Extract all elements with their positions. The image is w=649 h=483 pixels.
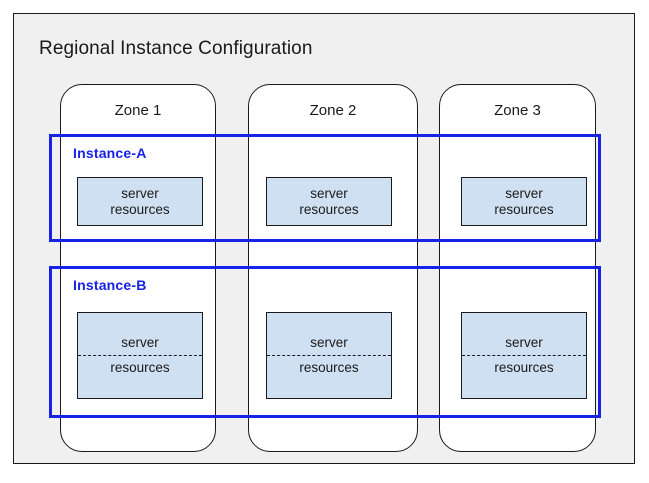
resource-line-primary: server xyxy=(310,335,348,350)
resource-box-instance-b-zone-2[interactable]: server resources xyxy=(266,312,392,399)
instance-band-b[interactable]: Instance-B xyxy=(49,266,601,418)
resource-line-primary: server xyxy=(121,185,159,201)
zone-label-2: Zone 2 xyxy=(309,102,357,119)
resource-line-primary: server xyxy=(310,185,348,201)
resource-line-secondary: resources xyxy=(267,355,391,376)
resource-line-secondary: resources xyxy=(462,355,586,376)
resource-line-primary: server xyxy=(505,335,543,350)
resource-line-secondary: resources xyxy=(494,201,554,217)
resource-box-instance-a-zone-3[interactable]: server resources xyxy=(461,177,587,226)
instance-band-a[interactable]: Instance-A xyxy=(49,134,601,242)
zone-label-3: Zone 3 xyxy=(494,102,541,119)
instance-label-a: Instance-A xyxy=(73,145,147,161)
resource-box-instance-a-zone-2[interactable]: server resources xyxy=(266,177,392,226)
resource-line-secondary: resources xyxy=(110,201,170,217)
resource-box-instance-b-zone-3[interactable]: server resources xyxy=(461,312,587,399)
page-title: Regional Instance Configuration xyxy=(39,38,313,59)
resource-box-instance-a-zone-1[interactable]: server resources xyxy=(77,177,203,226)
resource-line-primary: server xyxy=(505,185,543,201)
zone-label-1: Zone 1 xyxy=(114,102,162,119)
resource-line-secondary: resources xyxy=(299,201,359,217)
instance-label-b: Instance-B xyxy=(73,277,147,293)
resource-line-primary: server xyxy=(121,335,159,350)
region-frame: Regional Instance Configuration Zone 1 Z… xyxy=(13,13,635,464)
resource-line-secondary: resources xyxy=(78,355,202,376)
resource-box-instance-b-zone-1[interactable]: server resources xyxy=(77,312,203,399)
